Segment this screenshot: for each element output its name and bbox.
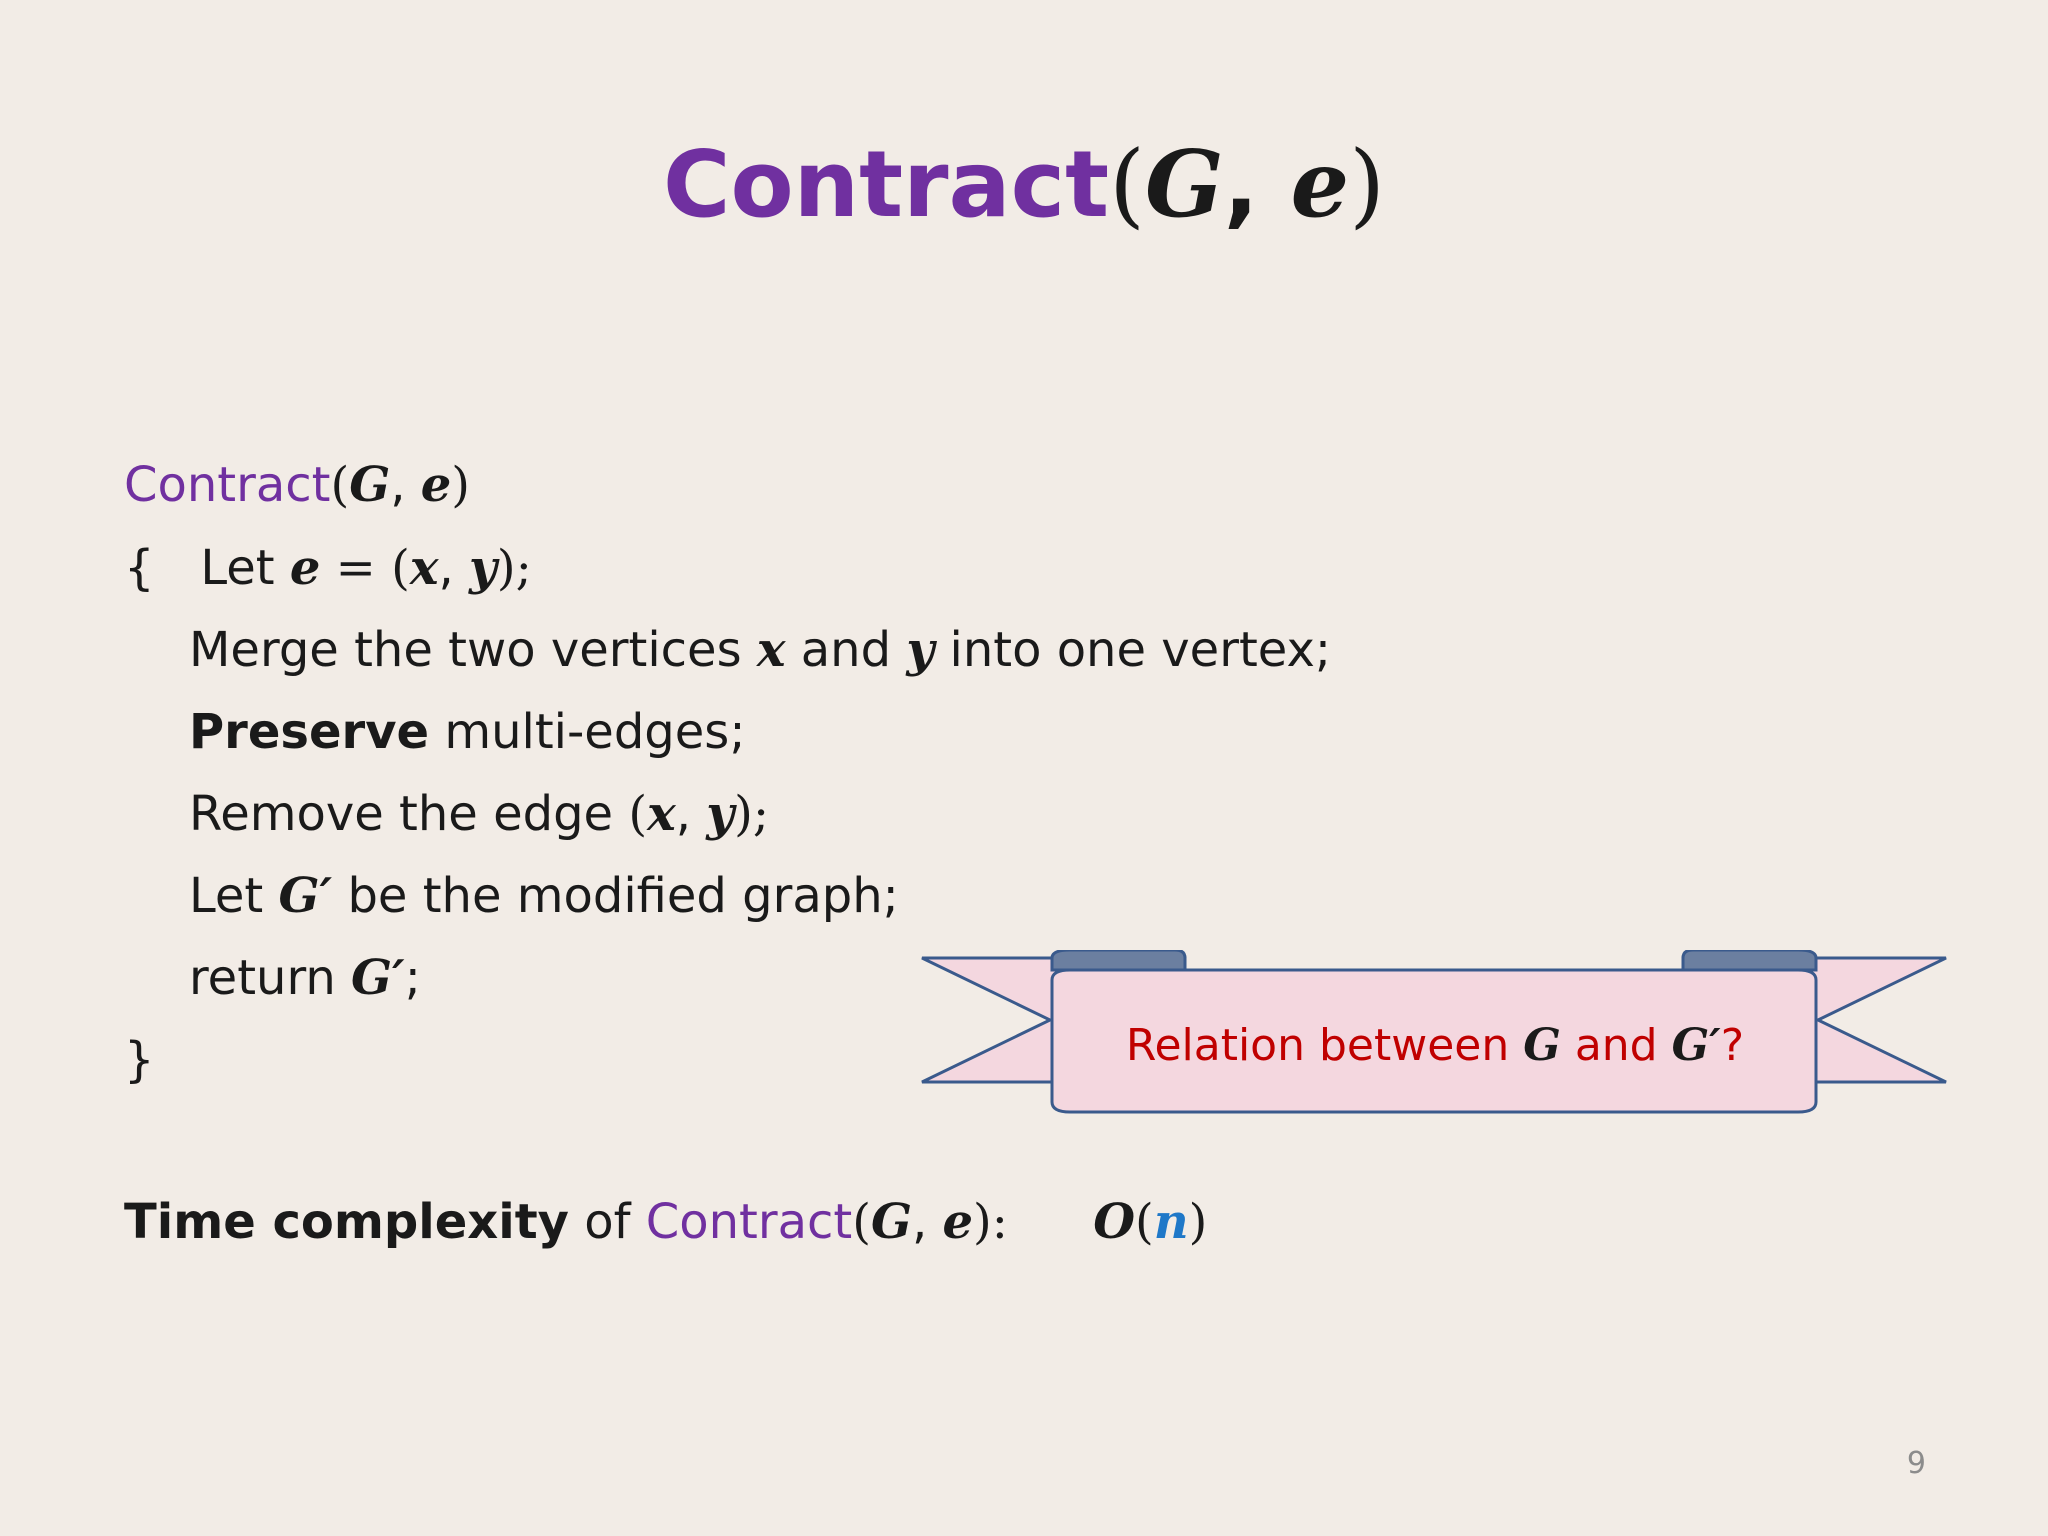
title-close-paren: ) (1349, 131, 1386, 238)
var-n: n (1153, 1194, 1189, 1250)
code-header: Contract(G, e) (124, 455, 470, 515)
title-separator: , (1223, 131, 1291, 238)
code-header-close: ) (451, 457, 471, 513)
multi-edges-text: multi-edges; (444, 704, 746, 760)
banner-text: Relation between G and G′? (1055, 1016, 1815, 1076)
return-keyword: return (189, 950, 336, 1006)
modified-graph-text: be the modified graph; (347, 868, 899, 924)
page-number: 9 (1906, 1446, 1926, 1481)
open-paren: ( (852, 1194, 871, 1250)
var-e: e (289, 540, 321, 596)
line-end: ); (496, 540, 532, 596)
title-function-name: Contract (662, 131, 1110, 238)
sep: , (675, 786, 707, 842)
code-header-arg-g: G (349, 457, 391, 513)
code-header-arg-e: e (420, 457, 452, 513)
let-keyword: Let (200, 540, 275, 596)
close-paren-colon: ): (973, 1194, 1008, 1250)
let-text: Let (189, 868, 264, 924)
var-y: y (906, 622, 935, 678)
ribbon-banner (921, 950, 1947, 1114)
sep: , (438, 540, 469, 596)
title-arg-g: G (1145, 130, 1224, 238)
title-open-paren: ( (1109, 131, 1146, 238)
o-open-paren: ( (1135, 1194, 1154, 1250)
code-header-open: ( (330, 457, 350, 513)
var-x: x (647, 786, 676, 842)
big-o: O (1093, 1194, 1135, 1250)
var-y: y (469, 540, 497, 596)
banner-and-text: and (1574, 1020, 1658, 1071)
code-line-6: return G′; (189, 948, 421, 1008)
slide-title: Contract(G, e) (0, 130, 2048, 238)
close-brace: } (124, 1032, 155, 1088)
title-arg-e: e (1290, 130, 1350, 238)
remove-text: Remove the edge (189, 786, 614, 842)
banner-var-g-prime: G′ (1671, 1020, 1721, 1071)
ribbon-body (1050, 968, 1818, 1114)
code-header-sep: , (390, 457, 421, 513)
code-line-4: Remove the edge (x, y); (189, 784, 769, 844)
into-text: into one vertex; (949, 622, 1332, 678)
equals-open: = ( (320, 540, 410, 596)
ribbon-left-fold (1050, 950, 1187, 972)
line-end: ; (404, 950, 421, 1006)
var-g-prime: G′ (278, 868, 333, 924)
var-y: y (706, 786, 735, 842)
arg-e: e (942, 1194, 974, 1250)
arg-g: G (870, 1194, 912, 1250)
banner-relation-text: Relation between (1125, 1020, 1510, 1071)
ribbon-right-fold (1681, 950, 1818, 972)
time-complexity-line: Time complexity of Contract(G, e): O(n) (124, 1192, 1207, 1252)
open-paren: ( (628, 786, 648, 842)
banner-question-mark: ? (1720, 1020, 1745, 1071)
code-line-3: Preserve multi-edges; (189, 702, 745, 762)
merge-text: Merge the two vertices (189, 622, 742, 678)
of-text: of (584, 1194, 631, 1250)
banner-var-g: G (1523, 1020, 1561, 1071)
sep: , (911, 1194, 943, 1250)
var-x: x (409, 540, 439, 596)
complexity-fn: Contract (645, 1194, 853, 1250)
code-line-2: Merge the two vertices x and y into one … (189, 620, 1331, 680)
time-complexity-label: Time complexity (124, 1194, 569, 1250)
line-end: ); (734, 786, 770, 842)
preserve-word: Preserve (189, 704, 430, 760)
and-text: and (800, 622, 892, 678)
open-brace: { (124, 540, 155, 596)
code-line-5: Let G′ be the modified graph; (189, 866, 899, 926)
o-close-paren: ) (1188, 1194, 1208, 1250)
var-g-prime: G′ (351, 950, 405, 1006)
code-line-1: { Let e = (x, y); (124, 538, 532, 598)
complexity-answer: O(n) (1093, 1194, 1207, 1250)
var-x: x (756, 622, 786, 678)
code-header-fn: Contract (124, 457, 331, 513)
